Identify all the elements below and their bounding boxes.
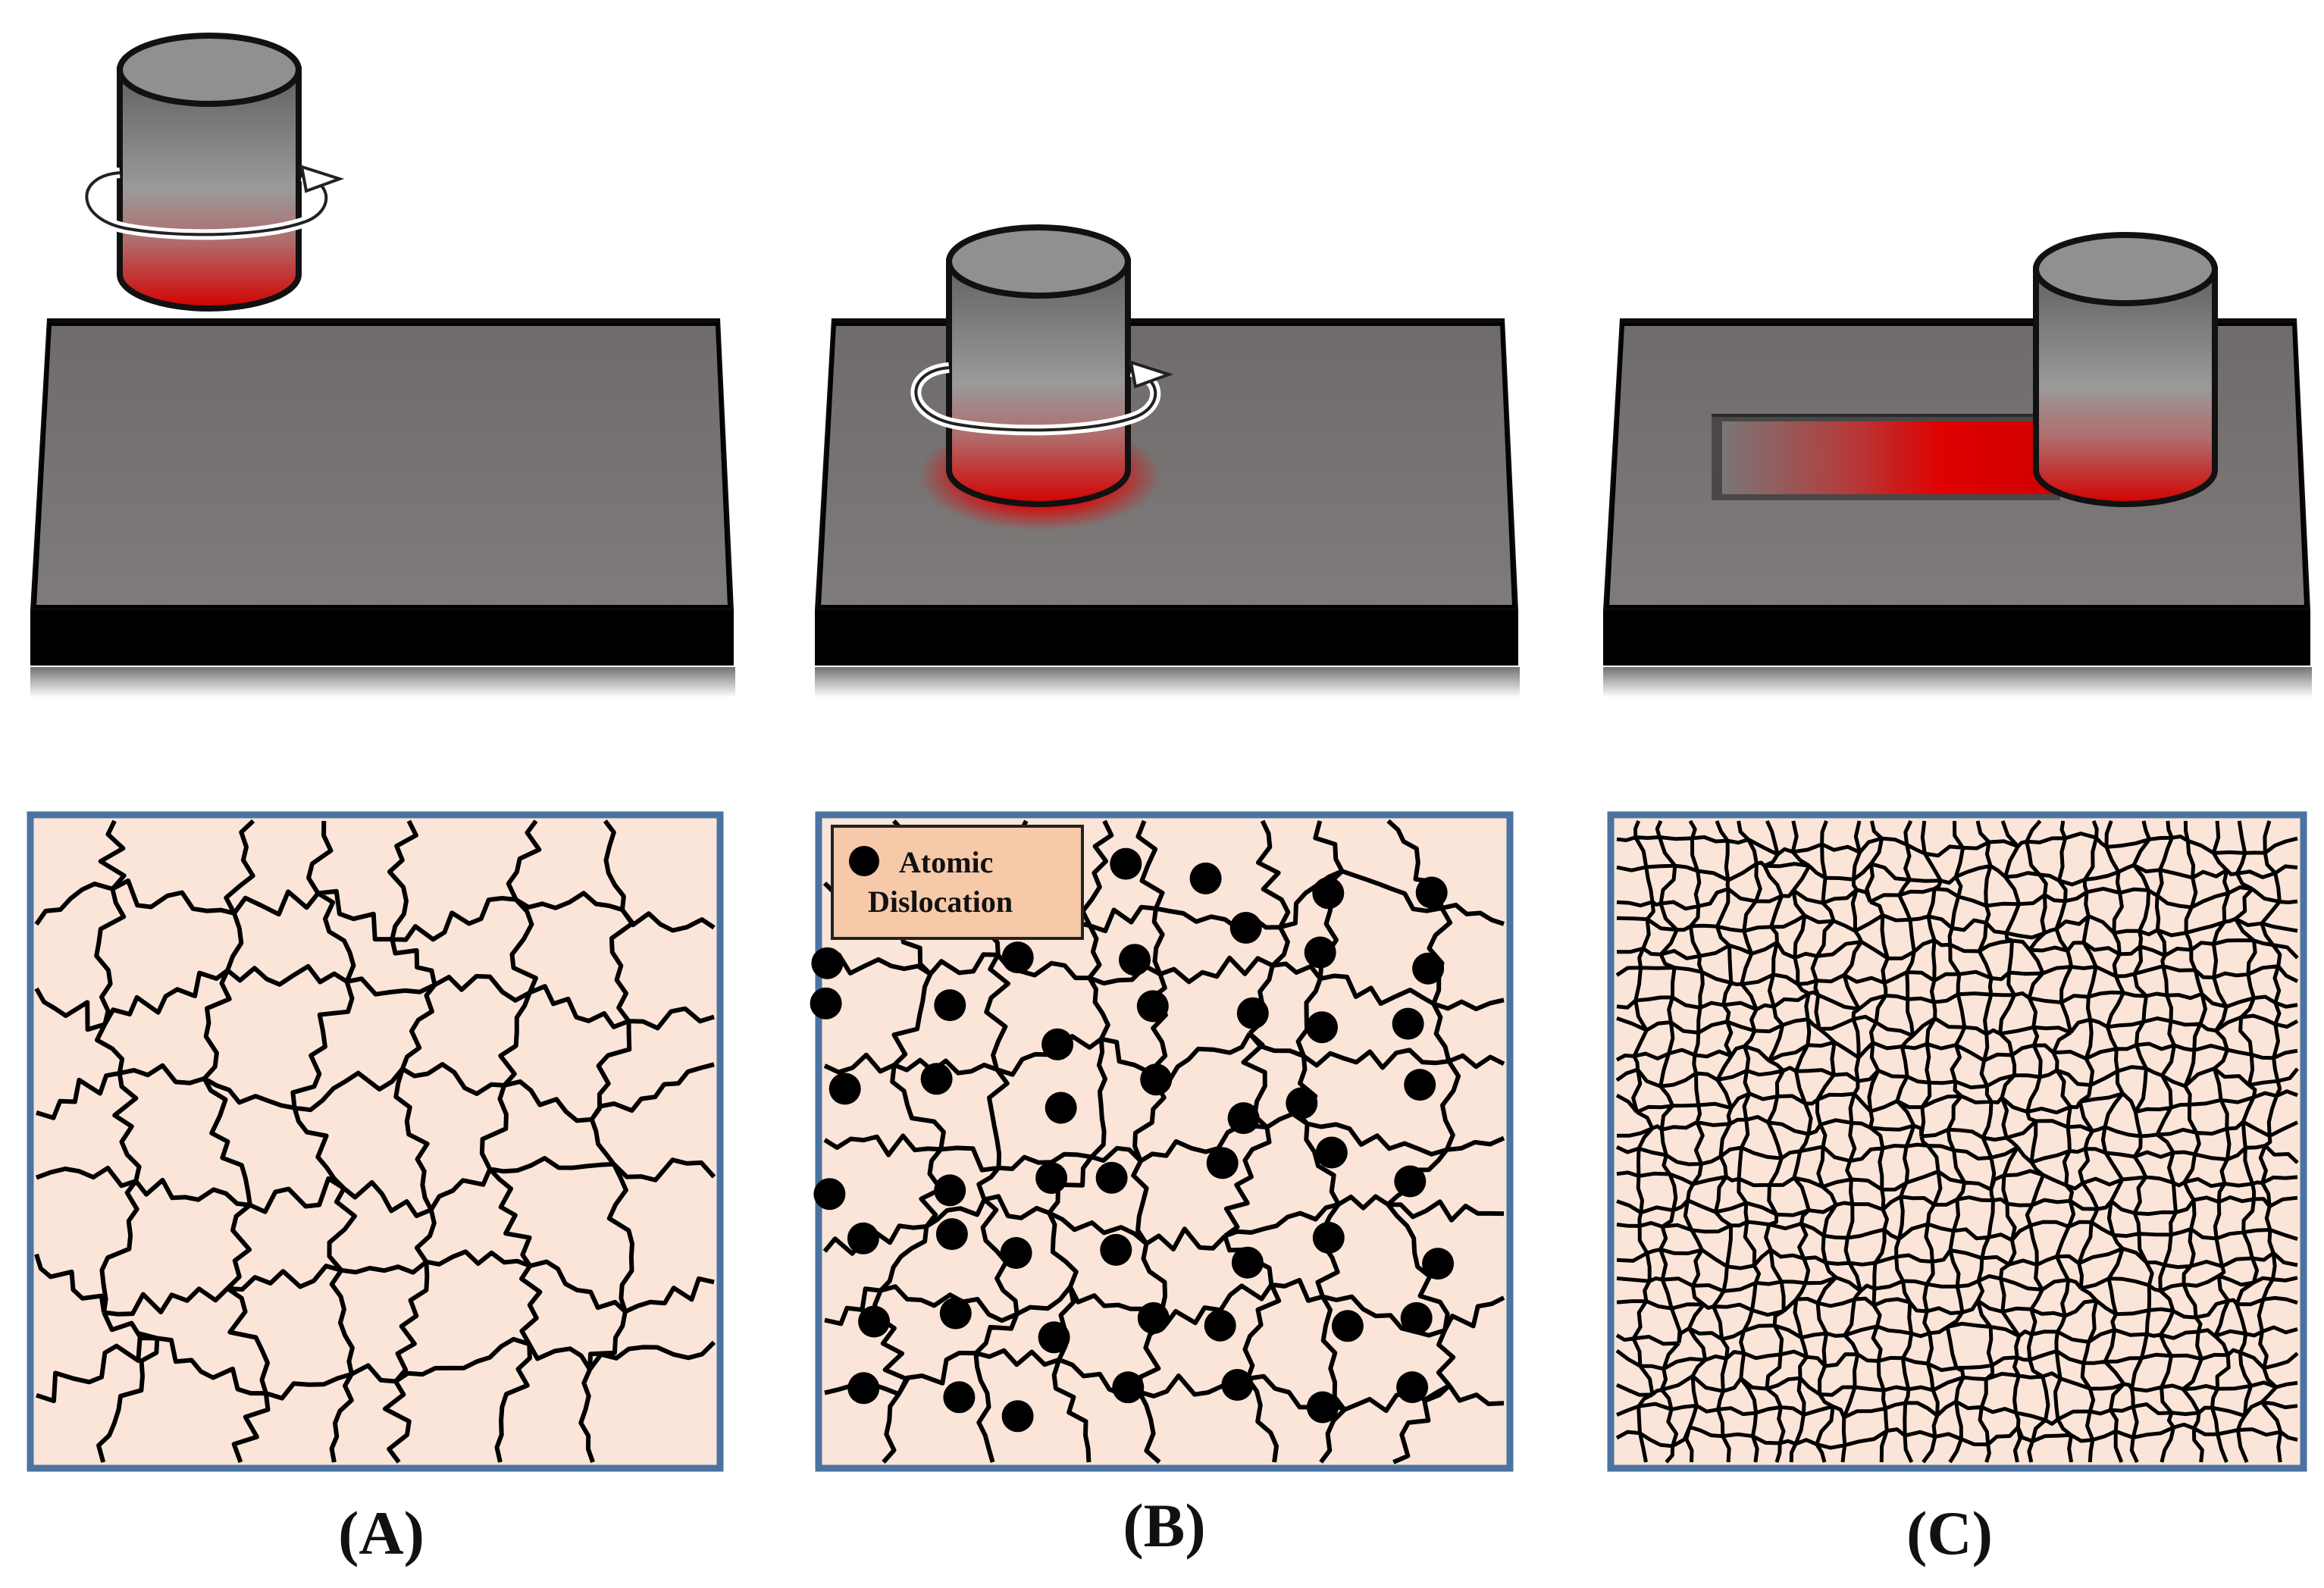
dislocation-dot — [1041, 1028, 1074, 1060]
dislocation-dot — [1315, 1136, 1348, 1169]
microstructure-c — [1607, 811, 2307, 1472]
dislocation-dot — [1404, 1069, 1436, 1101]
dislocation-dot — [847, 1222, 879, 1254]
dislocation-dot — [1110, 847, 1142, 880]
dislocation-dot — [1227, 1102, 1260, 1135]
dislocation-dot — [813, 1178, 846, 1211]
tool-a — [81, 33, 345, 312]
grain-boundary-lines — [34, 819, 716, 1464]
dislocation-dot — [1396, 1371, 1429, 1404]
dislocation-dot — [828, 1073, 861, 1105]
dislocation-dot — [1119, 944, 1151, 976]
dislocation-dot — [811, 947, 844, 979]
dislocation-dot — [1400, 1301, 1433, 1334]
microstructure-a — [27, 811, 724, 1472]
panel-label-c: (C) — [1906, 1499, 1993, 1568]
dislocation-dot — [1038, 1321, 1070, 1354]
dislocation-dot — [1306, 1391, 1339, 1424]
plate-a — [30, 318, 735, 697]
dislocation-dot — [939, 1297, 972, 1330]
dislocation-dot — [1221, 1369, 1254, 1401]
dislocation-dot — [858, 1305, 891, 1338]
dislocation-dot — [1312, 877, 1345, 910]
dislocation-dot — [1112, 1371, 1145, 1404]
dislocation-dot — [1206, 1147, 1239, 1179]
legend-line-2: Dislocation — [868, 885, 1013, 919]
dislocation-dot — [1001, 1400, 1034, 1433]
dislocation-dot — [1304, 936, 1336, 969]
panel-label-a: (A) — [338, 1499, 424, 1568]
dislocation-dot — [810, 987, 842, 1020]
dislocation-dot — [1045, 1092, 1077, 1124]
dislocation-dot — [935, 1218, 968, 1251]
grain-boundaries-c — [1615, 819, 2299, 1464]
dislocation-dot — [934, 1174, 966, 1207]
dislocation-dot — [1095, 1161, 1128, 1194]
dislocation-dot — [1412, 952, 1445, 985]
dislocation-dot — [1136, 990, 1169, 1023]
dislocation-dot — [1312, 1221, 1345, 1254]
dislocation-dot — [920, 1063, 953, 1095]
dislocation-dot — [1001, 941, 1034, 974]
dislocation-dot — [934, 989, 966, 1022]
dislocation-dot — [1306, 1011, 1338, 1044]
dislocation-dot — [1204, 1309, 1236, 1342]
tool-c — [2033, 232, 2218, 507]
dislocation-dot — [1286, 1087, 1318, 1120]
grain-boundaries-a — [34, 819, 716, 1464]
panel-label-b: (B) — [1123, 1491, 1205, 1560]
dislocation-dot — [1137, 1301, 1170, 1334]
weld-track-c — [1712, 414, 2060, 500]
dislocation-dot — [847, 1372, 880, 1405]
dislocation-dot — [1392, 1007, 1424, 1040]
dislocation-dot — [1236, 997, 1269, 1029]
grain-boundary-lines — [1615, 819, 2299, 1464]
dislocation-dot — [1189, 862, 1222, 894]
dislocation-dot — [1331, 1310, 1364, 1342]
dislocation-dot — [1000, 1237, 1032, 1269]
dislocation-dot — [1140, 1063, 1173, 1096]
dislocation-dot — [1231, 1246, 1264, 1279]
dislocation-dot — [1100, 1233, 1132, 1266]
dislocation-dot-icon — [849, 846, 879, 876]
dislocation-dot — [943, 1381, 976, 1414]
legend-line-1: Atomic — [899, 845, 993, 879]
microstructure-b: Atomic Dislocation — [810, 811, 1514, 1472]
rotation-arrow-icon — [910, 360, 1174, 436]
tool-b — [910, 224, 1174, 507]
rotation-arrow-icon — [81, 164, 345, 240]
dislocation-dots — [810, 847, 1455, 1433]
dislocation-dot — [1394, 1165, 1427, 1198]
dislocation-dot — [1422, 1248, 1455, 1280]
dislocation-dot — [1229, 912, 1262, 944]
dislocation-dot — [1035, 1162, 1068, 1195]
legend-box: Atomic Dislocation — [831, 825, 1084, 940]
dislocation-dot — [1415, 876, 1448, 909]
